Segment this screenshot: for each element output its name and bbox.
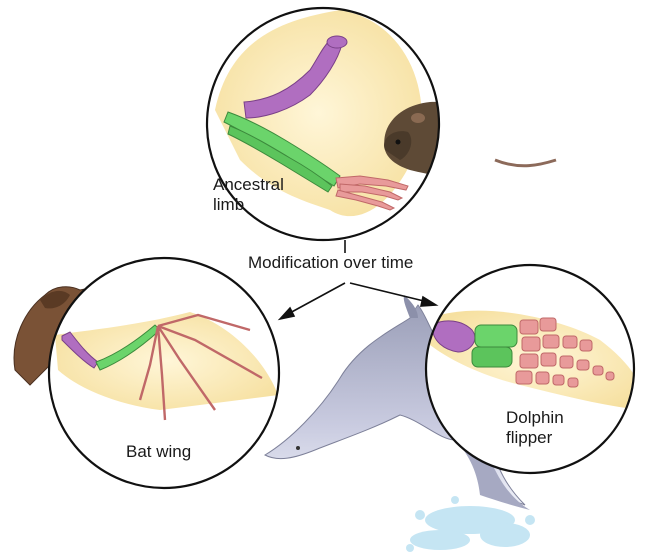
dolphin-label-line2: flipper: [506, 428, 564, 448]
bat-wing-label: Bat wing: [126, 442, 191, 462]
ancestral-label-line1: Ancestral: [213, 175, 284, 195]
dolphin-flipper-label: Dolphin flipper: [506, 408, 564, 448]
ancestral-limb-label: Ancestral limb: [213, 175, 284, 215]
ancestral-label-line2: limb: [213, 195, 284, 215]
modification-over-time-label: Modification over time: [246, 253, 415, 273]
dolphin-label-line1: Dolphin: [506, 408, 564, 428]
